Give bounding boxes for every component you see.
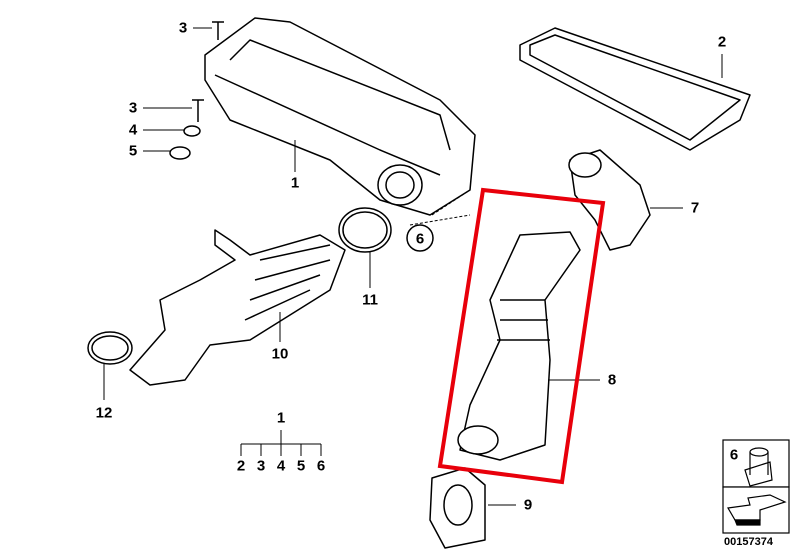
air-filter-housing <box>204 17 476 216</box>
callout-4: 4 <box>128 121 138 139</box>
tree-child: 2 <box>236 457 246 475</box>
callout-9: 9 <box>523 496 533 514</box>
callout-5: 5 <box>128 142 138 160</box>
callout-2: 2 <box>717 33 727 51</box>
clamp-icon <box>744 452 773 487</box>
tree-child: 3 <box>256 457 266 475</box>
air-filter-element <box>519 27 751 151</box>
intake-duct-8 <box>459 231 581 461</box>
callout-10: 10 <box>271 345 289 363</box>
callout-11: 11 <box>362 291 378 309</box>
callout-8: 8 <box>607 371 617 389</box>
tree-child: 6 <box>316 457 326 475</box>
tree-child: 5 <box>296 457 306 475</box>
intake-seal-9 <box>429 467 486 549</box>
callout-3-top: 3 <box>178 19 188 37</box>
callout-12: 12 <box>95 404 113 422</box>
tree-child: 4 <box>276 457 286 475</box>
legend-number: 6 <box>729 446 739 464</box>
callout-1: 1 <box>290 174 300 192</box>
callout-7: 7 <box>690 199 700 217</box>
grommet-4 <box>183 125 201 137</box>
screw-3 <box>192 99 204 122</box>
hose-clamp-11 <box>338 207 392 253</box>
legend-box <box>722 439 790 534</box>
callout-6-circle <box>406 224 434 252</box>
callout-3: 3 <box>128 99 138 117</box>
intake-bellows-10 <box>129 229 346 386</box>
hose-clamp-12 <box>87 331 133 365</box>
diagram-code: 00157374 <box>724 536 773 548</box>
screw-3-top <box>212 21 224 40</box>
callout-6: 6 <box>415 230 425 248</box>
rubber-mount-5 <box>169 146 191 160</box>
highlight-box <box>437 187 606 485</box>
tree-parent-1: 1 <box>276 409 286 427</box>
